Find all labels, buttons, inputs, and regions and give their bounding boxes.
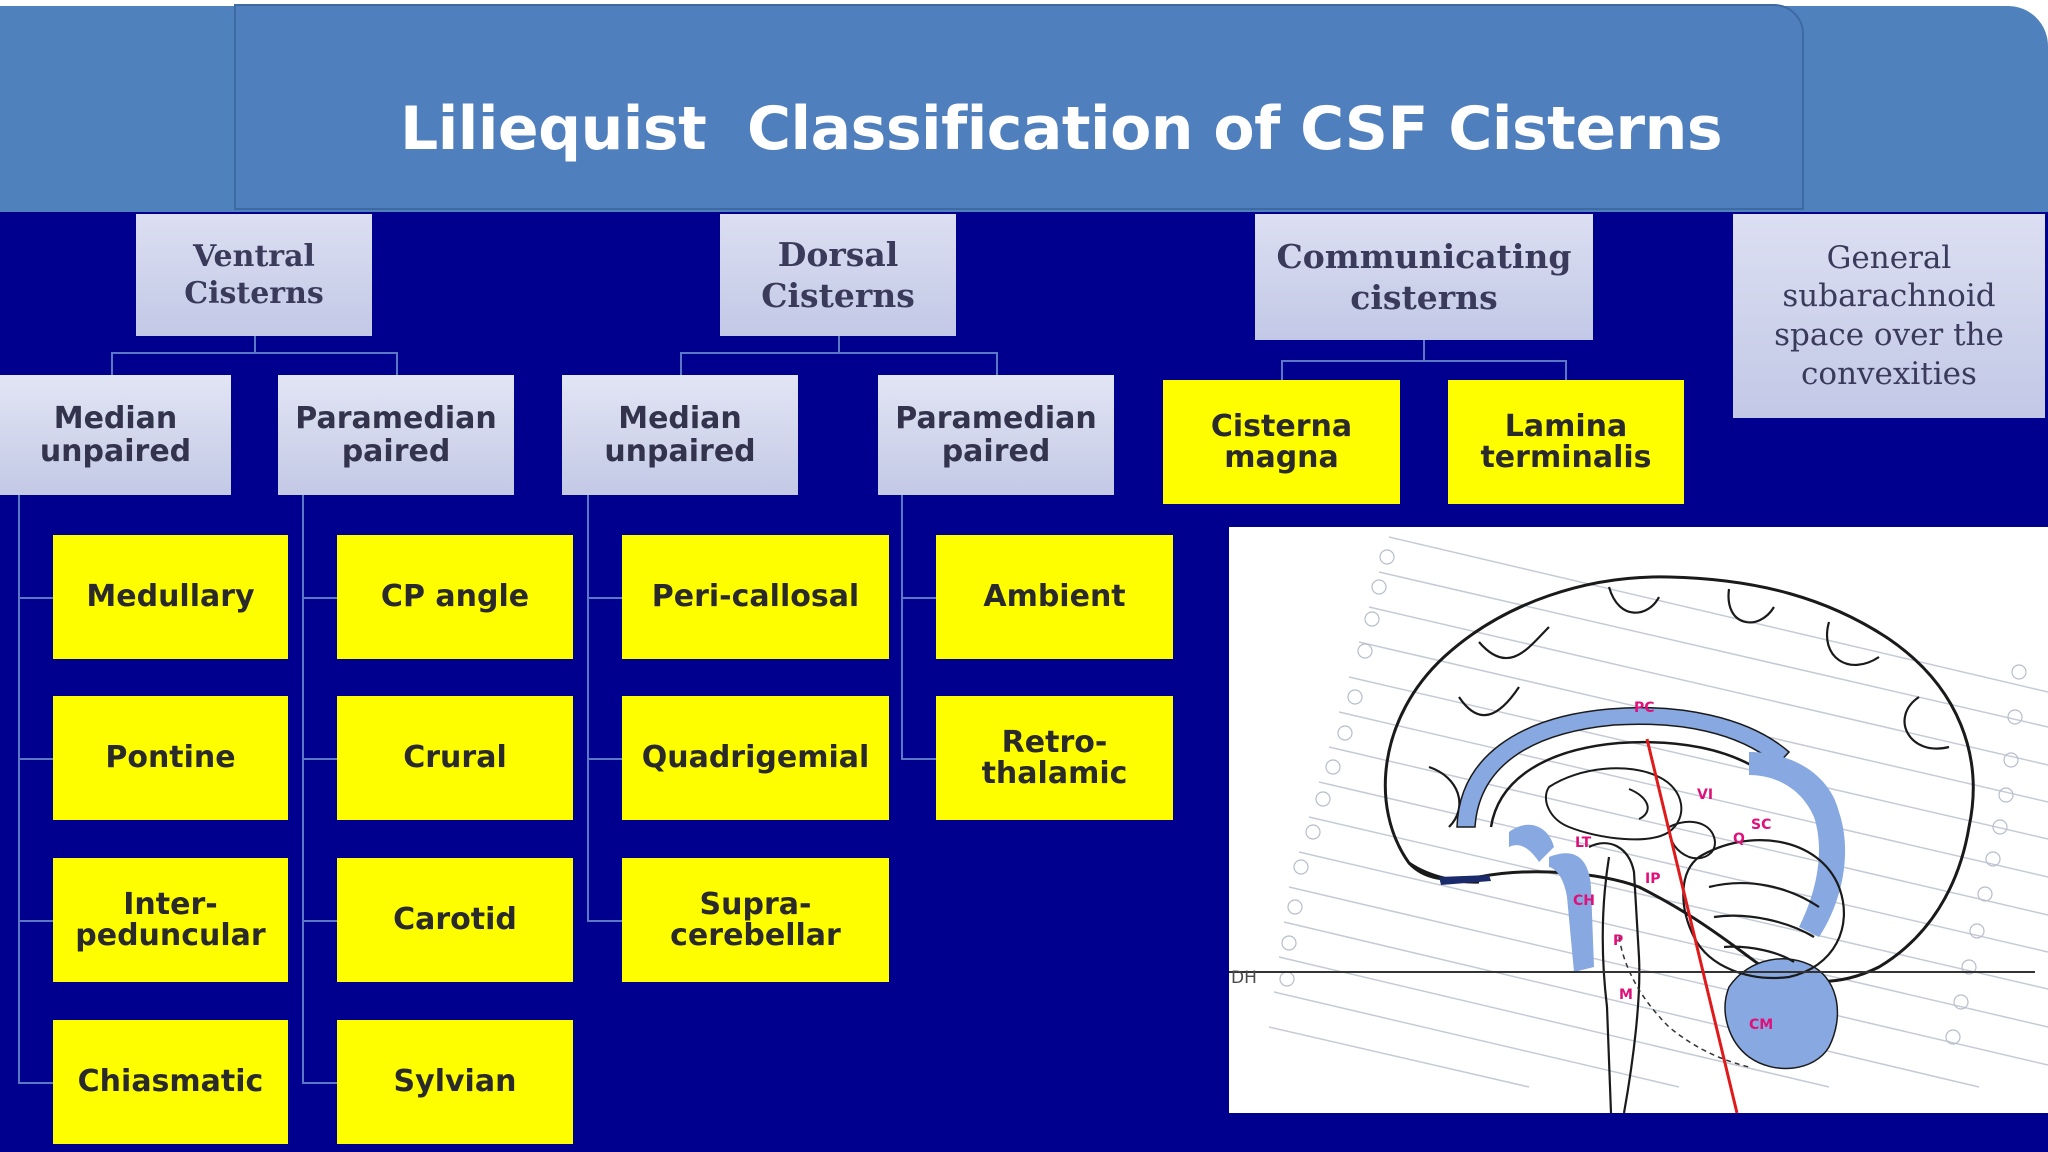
leaf-cp-angle: CP angle — [337, 535, 573, 659]
brainstem — [1588, 842, 1641, 1113]
label-cm: CM — [1749, 1017, 1773, 1033]
connector-communicating-bar — [1281, 360, 1567, 362]
connector-dorsal-median-drop — [680, 352, 682, 375]
connector-tick — [18, 920, 54, 922]
connector-tick — [302, 758, 338, 760]
leaf-pontine: Pontine — [53, 696, 288, 820]
red-axis-line — [1645, 738, 1739, 1113]
leaf-ambient: Ambient — [936, 535, 1173, 659]
corpus-callosum — [1489, 740, 1765, 828]
title-panel — [234, 4, 1804, 210]
connector-tick — [302, 1082, 338, 1084]
label-vi: VI — [1697, 787, 1713, 803]
connector-communicating-left-drop — [1281, 360, 1283, 380]
scan-lines — [1268, 536, 2048, 1088]
connector-tick — [302, 597, 338, 599]
connector-tick — [587, 597, 623, 599]
leaf-cisterna-magna: Cisterna magna — [1163, 380, 1400, 504]
slide-title: Liliequist Classification of CSF Cistern… — [400, 94, 1723, 164]
leaf-carotid: Carotid — [337, 858, 573, 982]
label-q: Q — [1733, 831, 1745, 847]
ventral-cisterns-header: Ventral Cisterns — [136, 214, 372, 336]
label-sc: SC — [1751, 817, 1771, 833]
connector-dorsal-median-spine — [587, 495, 589, 921]
dorsal-median-unpaired: Median unpaired — [562, 375, 798, 495]
leaf-sylvian: Sylvian — [337, 1020, 573, 1144]
connector-ventral-paramedian-drop — [396, 352, 398, 375]
gyri-lines — [1428, 586, 1950, 828]
label-p: P — [1613, 933, 1623, 949]
label-ch: CH — [1573, 893, 1595, 909]
connector-dorsal-paramedian-spine — [901, 495, 903, 759]
connector-ventral-paramedian-spine — [302, 495, 304, 1084]
csf-prepontine — [1549, 853, 1594, 972]
connector-tick — [18, 597, 54, 599]
leaf-lamina-terminalis: Lamina terminalis — [1448, 380, 1684, 504]
dorsal-cisterns-header: Dorsal Cisterns — [720, 214, 956, 336]
label-lt: LT — [1575, 835, 1592, 851]
leaf-pericallosal: Peri-callosal — [622, 535, 889, 659]
leaf-medullary: Medullary — [53, 535, 288, 659]
scan-line-markers — [1279, 549, 2027, 1045]
connector-tick — [901, 758, 937, 760]
communicating-cisterns-header: Communicating cisterns — [1255, 214, 1593, 340]
dorsal-paramedian-paired: Paramedian paired — [878, 375, 1114, 495]
csf-quadrigeminal — [1749, 752, 1846, 937]
ventral-median-unpaired: Median unpaired — [0, 375, 231, 495]
connector-dorsal-stem — [838, 336, 840, 353]
tectum — [1667, 820, 1716, 860]
label-m: M — [1619, 987, 1633, 1003]
connector-tick — [901, 597, 937, 599]
connector-tick — [587, 920, 623, 922]
leaf-crural: Crural — [337, 696, 573, 820]
connector-communicating-right-drop — [1565, 360, 1567, 380]
leaf-retrothalamic: Retro- thalamic — [936, 696, 1173, 820]
dashed-margin — [1618, 936, 1750, 1068]
csf-suprasellar — [1509, 824, 1554, 862]
brain-diagram-svg: PC VI SC Q LT IP CH P M CM DH — [1229, 536, 2048, 1113]
leaf-interpeduncular: Inter- peduncular — [53, 858, 288, 982]
label-dh: DH — [1231, 968, 1257, 988]
general-subarachnoid-header: General subarachnoid space over the conv… — [1733, 214, 2045, 418]
leaf-supracerebellar: Supra- cerebellar — [622, 858, 889, 982]
brain-sagittal-diagram: PC VI SC Q LT IP CH P M CM DH — [1229, 527, 2048, 1113]
csf-cisterna-magna — [1724, 958, 1839, 1070]
connector-ventral-median-drop — [111, 352, 113, 375]
olfactory-dark — [1439, 875, 1491, 885]
label-pc: PC — [1634, 700, 1655, 716]
connector-tick — [302, 920, 338, 922]
connector-tick — [18, 758, 54, 760]
connector-ventral-stem — [254, 336, 256, 353]
ventral-paramedian-paired: Paramedian paired — [278, 375, 514, 495]
thalamus-ventricles — [1544, 767, 1683, 841]
connector-ventral-median-spine — [18, 495, 20, 1084]
connector-ventral-bar — [111, 352, 398, 354]
connector-dorsal-paramedian-drop — [996, 352, 998, 375]
leaf-quadrigemial: Quadrigemial — [622, 696, 889, 820]
connector-tick — [587, 758, 623, 760]
connector-communicating-stem — [1423, 340, 1425, 361]
label-ip: IP — [1645, 871, 1660, 887]
connector-dorsal-bar — [680, 352, 998, 354]
leaf-chiasmatic: Chiasmatic — [53, 1020, 288, 1144]
connector-tick — [18, 1082, 54, 1084]
cortex-outline — [1383, 575, 1975, 984]
